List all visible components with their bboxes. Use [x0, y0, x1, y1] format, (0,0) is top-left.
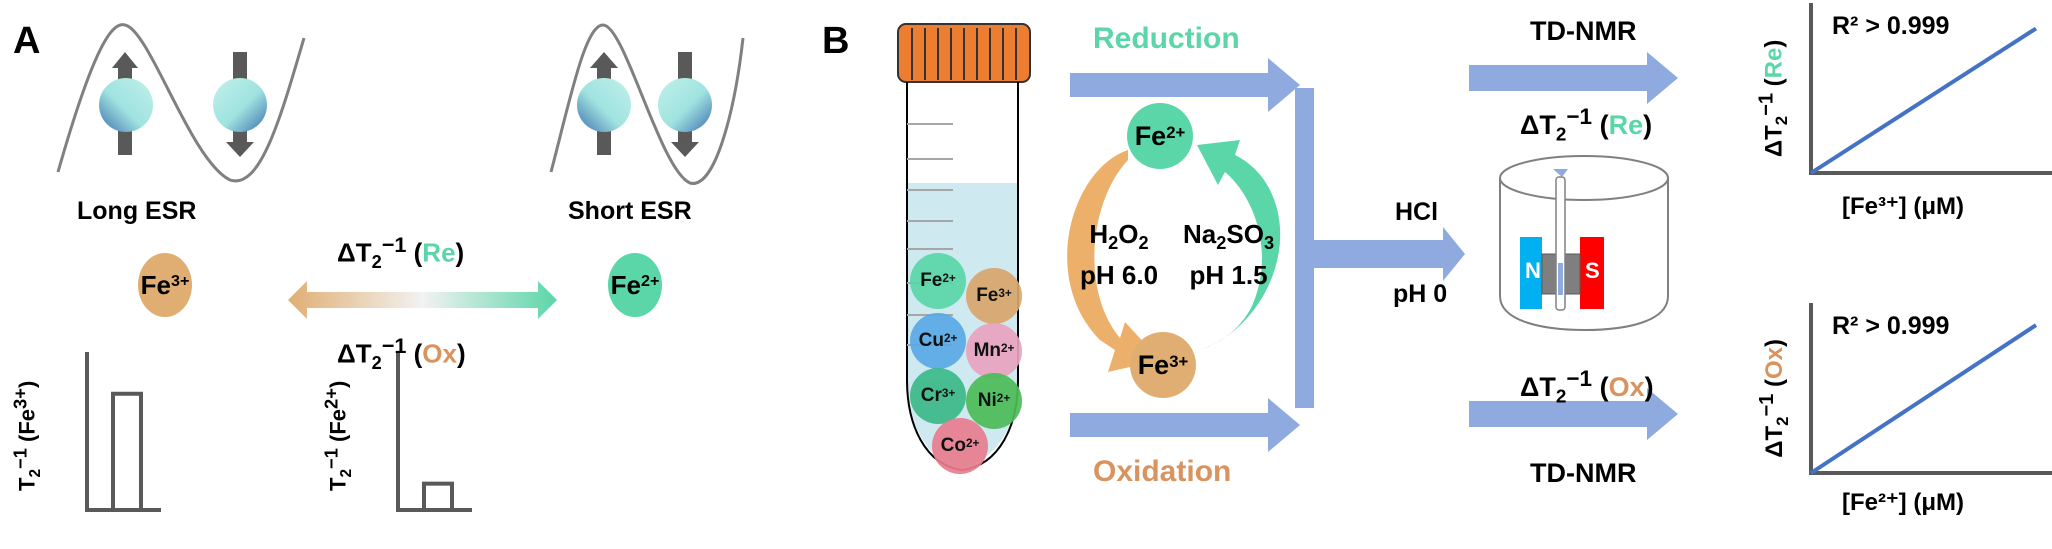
- long-esr-illustration: [56, 23, 306, 183]
- oxidation-label: Oxidation: [1093, 455, 1232, 488]
- chart2-annotation: R² > 0.999: [1832, 312, 1950, 340]
- delta-t2-re-label: ΔT2−1 (Re): [337, 232, 465, 272]
- bar-fe2: [422, 481, 454, 512]
- spin-particle: [577, 78, 631, 132]
- energy-wave: [56, 23, 306, 183]
- bar-fe3: [111, 391, 143, 512]
- bar-chart-fe3: [85, 352, 161, 512]
- merge-bar: [1295, 88, 1314, 408]
- chart1-ylabel: ΔT2−1 (Re): [1755, 39, 1792, 158]
- hcl-arrow-icon: [1314, 227, 1465, 281]
- reversible-arrow-icon: [288, 281, 557, 319]
- spin-particle: [99, 78, 153, 132]
- magnet-n: [1520, 237, 1542, 309]
- spin-particle: [658, 78, 712, 132]
- spin-particle: [213, 78, 267, 132]
- magnet-s-label: S: [1585, 258, 1600, 283]
- bar-fe3-ylabel: T2−1 (Fe3+): [9, 380, 44, 491]
- chart2-xlabel: [Fe²⁺] (μM): [1842, 489, 1964, 516]
- td-nmr-top-arrow-icon: [1469, 52, 1678, 104]
- fit-line: [1809, 323, 2038, 475]
- flow-arrows: [1070, 52, 1678, 452]
- chart1-xlabel: [Fe³⁺] (μM): [1842, 193, 1964, 220]
- nmr-instrument: [1499, 155, 1669, 332]
- chart1-annotation: R² > 0.999: [1832, 12, 1950, 40]
- delta-t2-ox-label-b: ΔT2−1 (Ox): [1520, 366, 1654, 408]
- short-esr-label: Short ESR: [568, 197, 692, 225]
- energy-wave: [549, 23, 745, 185]
- td-nmr-bottom-arrow-icon: [1469, 388, 1678, 440]
- reduction-arrow-icon: [1070, 58, 1300, 112]
- bar-chart-fe2: [396, 352, 472, 512]
- acid-label: HCl: [1395, 198, 1439, 226]
- delta-t2-re-label-b: ΔT2−1 (Re): [1520, 104, 1653, 146]
- chart2-ylabel: ΔT2−1 (Ox): [1755, 339, 1792, 458]
- acid-ph-label: pH 0: [1393, 280, 1448, 308]
- td-nmr-bottom-label: TD-NMR: [1530, 458, 1637, 488]
- fit-line: [1809, 26, 2038, 175]
- magnet-n-label: N: [1525, 258, 1541, 283]
- calibration-chart-ox: [1809, 303, 2052, 475]
- bar-fe2-ylabel: T2−1 (Fe2+): [320, 380, 355, 491]
- oxidation-arrow-icon: [1070, 398, 1300, 452]
- magnet-s: [1580, 237, 1604, 309]
- td-nmr-top-label: TD-NMR: [1530, 16, 1637, 46]
- reduction-label: Reduction: [1093, 22, 1240, 55]
- delta-t2-ox-label: ΔT2−1 (Ox): [337, 333, 466, 373]
- panel-label-a: A: [13, 20, 41, 62]
- oxidation-cycle-arrow-icon: [1067, 150, 1160, 372]
- long-esr-label: Long ESR: [77, 197, 197, 225]
- panel-label-b: B: [822, 20, 850, 62]
- calibration-chart-re: [1809, 3, 2052, 175]
- short-esr-illustration: [549, 23, 745, 185]
- reduction-cycle-arrow-icon: [1197, 140, 1281, 350]
